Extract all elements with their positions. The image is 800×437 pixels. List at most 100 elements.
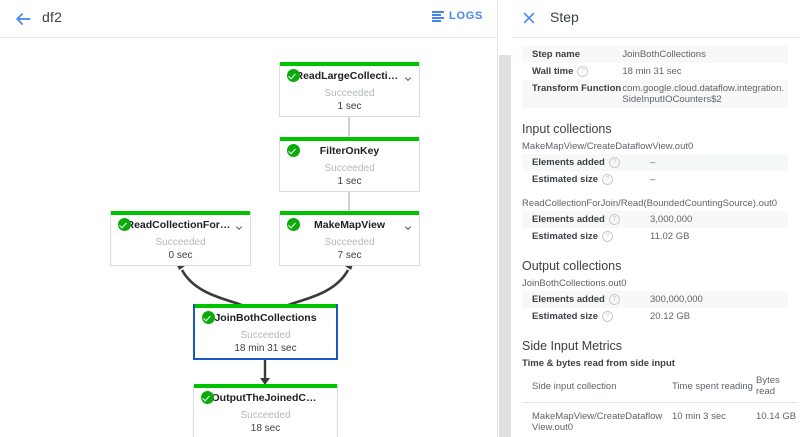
- logs-button-label: LOGS: [449, 10, 483, 22]
- node-status: Succeeded: [155, 237, 206, 248]
- step-panel-title: Step: [550, 9, 579, 25]
- node-title: ReadCollectionForJoin: [126, 219, 235, 231]
- node-time: 18 min 31 sec: [234, 343, 297, 354]
- chevron-down-icon[interactable]: [235, 219, 243, 231]
- input-collection-table-1: Elements added? 3,000,000 Estimated size…: [522, 211, 788, 245]
- graph-node-read-collection-for-join[interactable]: ReadCollectionForJoin Succeeded 0 sec: [110, 211, 251, 266]
- logs-lines-icon: [432, 11, 445, 22]
- row-key: Elements added?: [522, 154, 650, 171]
- logs-button[interactable]: LOGS: [432, 10, 483, 22]
- help-icon[interactable]: ?: [577, 66, 589, 77]
- node-time: 0 sec: [168, 250, 193, 261]
- job-graph-pane: df2 LOGS: [0, 0, 497, 437]
- check-circle-icon: [201, 391, 214, 404]
- chevron-down-icon[interactable]: [404, 70, 412, 82]
- graph-node-join-both-collections[interactable]: JoinBothCollections Succeeded 18 min 31 …: [193, 304, 338, 360]
- step-panel-body: Step name JoinBothCollections Wall time?…: [512, 38, 800, 437]
- row-key-label: Wall time: [532, 66, 574, 77]
- row-value: –: [650, 157, 656, 168]
- collection-name: ReadCollectionForJoin/Read(BoundedCounti…: [522, 198, 778, 209]
- node-status-bar: [111, 211, 250, 215]
- step-summary-table: Step name JoinBothCollections Wall time?…: [522, 46, 788, 108]
- cell-side-input-collection: MakeMapView/CreateDataflow View.out0: [532, 411, 663, 433]
- row-key: Estimated size?: [522, 228, 650, 245]
- top-bar: df2 LOGS: [0, 0, 497, 38]
- table-row: Estimated size? 20.12 GB: [522, 308, 788, 325]
- graph-node-filter-on-key[interactable]: FilterOnKey Succeeded 1 sec: [279, 137, 420, 192]
- table-row: Estimated size? 11.02 GB: [522, 228, 788, 245]
- step-panel-header: Step: [512, 0, 800, 38]
- graph-vertical-scrollbar[interactable]: [499, 55, 511, 437]
- page-title: df2: [42, 9, 63, 25]
- cell-time-spent-reading: 10 min 3 sec: [672, 411, 726, 422]
- divider: [497, 0, 498, 38]
- output-collection-table-0: Elements added? 300,000,000 Estimated si…: [522, 291, 788, 325]
- node-status-bar: [280, 211, 419, 215]
- close-icon[interactable]: [520, 10, 538, 28]
- check-circle-icon: [202, 311, 215, 324]
- check-circle-icon: [287, 218, 300, 231]
- node-status: Succeeded: [324, 88, 375, 99]
- help-icon[interactable]: ?: [608, 294, 620, 305]
- node-title: MakeMapView: [313, 219, 385, 231]
- row-value: 3,000,000: [650, 214, 693, 225]
- column-header-time-spent-reading: Time spent reading: [672, 372, 756, 403]
- row-key-label: Estimated size: [532, 231, 598, 242]
- help-icon[interactable]: ?: [608, 157, 620, 168]
- table-row: Elements added? 300,000,000: [522, 291, 788, 308]
- row-key: Wall time?: [522, 63, 622, 80]
- node-time: 7 sec: [337, 250, 362, 261]
- row-value: 11.02 GB: [650, 231, 690, 242]
- row-value: JoinBothCollections: [622, 49, 706, 60]
- row-value: 20.12 GB: [650, 311, 691, 322]
- row-key: Transform Function: [532, 83, 622, 94]
- table-header-row: Side input collection Time spent reading…: [522, 372, 798, 403]
- node-status: Succeeded: [324, 163, 375, 174]
- help-icon[interactable]: ?: [602, 311, 613, 322]
- node-status-bar: [280, 137, 419, 141]
- row-value: –: [650, 174, 656, 185]
- table-row: Elements added? –: [522, 154, 788, 171]
- cell-bytes-read: 10.14 GB: [756, 411, 797, 422]
- check-circle-icon: [118, 218, 131, 231]
- node-time: 18 sec: [250, 423, 281, 434]
- help-icon[interactable]: ?: [608, 214, 620, 225]
- node-status: Succeeded: [240, 330, 291, 341]
- row-value: 300,000,000: [650, 294, 703, 305]
- row-key-label: Estimated size: [532, 174, 598, 185]
- node-title: JoinBothCollections: [214, 312, 317, 324]
- help-icon[interactable]: ?: [602, 174, 613, 185]
- table-row: Transform Function com.google.cloud.data…: [522, 80, 788, 108]
- output-collections-heading: Output collections: [522, 259, 622, 273]
- check-circle-icon: [287, 69, 300, 82]
- back-arrow-icon[interactable]: [12, 9, 34, 29]
- node-time: 1 sec: [337, 101, 362, 112]
- help-icon[interactable]: ?: [602, 231, 613, 242]
- column-header-bytes-read: Bytes read: [756, 372, 798, 403]
- row-value: com.google.cloud.dataflow.integration. S…: [622, 83, 784, 105]
- row-key-label: Estimated size: [532, 311, 598, 322]
- node-title: FilterOnKey: [319, 145, 380, 157]
- graph-node-read-large-collection[interactable]: ReadLargeCollectionFr... Succeeded 1 sec: [279, 62, 420, 117]
- row-key: Step name: [532, 49, 581, 60]
- table-row: Estimated size? –: [522, 171, 788, 188]
- side-input-metrics-subheading: Time & bytes read from side input: [522, 358, 675, 369]
- graph-node-make-map-view[interactable]: MakeMapView Succeeded 7 sec: [279, 211, 420, 266]
- row-value: 18 min 31 sec: [622, 66, 682, 77]
- node-title: OutputTheJoinedCollec...: [211, 392, 320, 404]
- table-row: Elements added? 3,000,000: [522, 211, 788, 228]
- node-status-bar: [194, 384, 337, 388]
- chevron-down-icon[interactable]: [404, 219, 412, 231]
- table-row: MakeMapView/CreateDataflow View.out0 10 …: [522, 403, 798, 437]
- row-key: Estimated size?: [522, 308, 650, 325]
- job-graph-canvas[interactable]: ReadLargeCollectionFr... Succeeded 1 sec…: [0, 38, 497, 437]
- table-row: Wall time? 18 min 31 sec: [522, 63, 788, 80]
- graph-node-output-the-joined-collection[interactable]: OutputTheJoinedCollec... Succeeded 18 se…: [193, 384, 338, 437]
- row-key: Estimated size?: [522, 171, 650, 188]
- input-collection-table-0: Elements added? – Estimated size? –: [522, 154, 788, 188]
- collection-name: JoinBothCollections.out0: [522, 278, 627, 289]
- check-circle-icon: [287, 144, 300, 157]
- divider: [497, 38, 498, 437]
- column-header-side-input-collection: Side input collection: [522, 372, 672, 403]
